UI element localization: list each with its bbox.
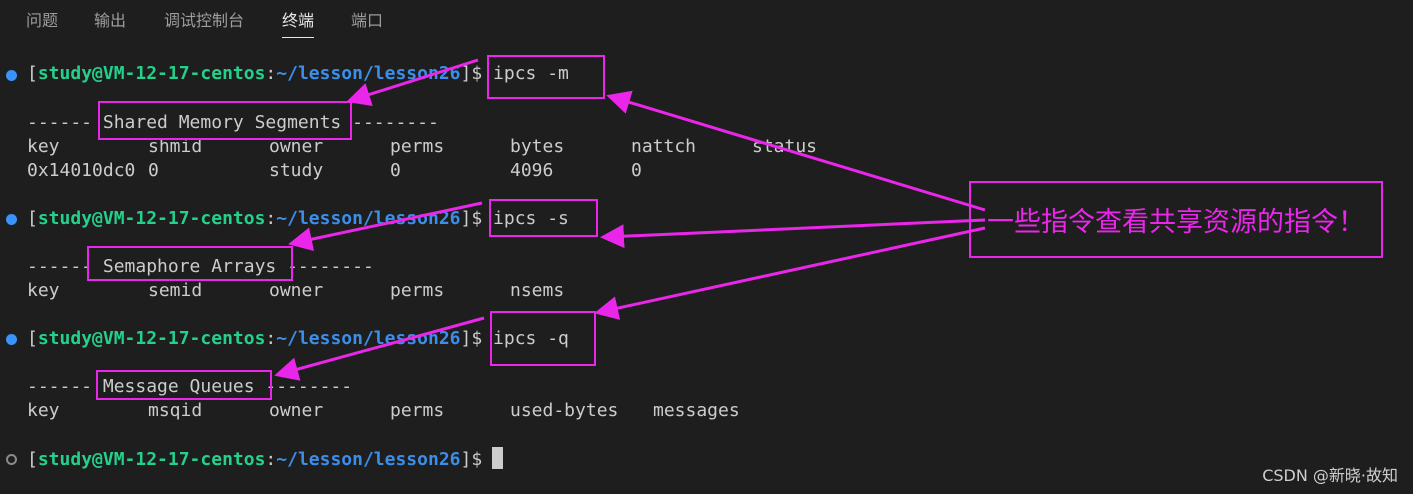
- annotation-callout: 一些指令查看共享资源的指令！: [969, 181, 1383, 258]
- prompt-path: ~/lesson/lesson26: [276, 449, 461, 470]
- prompt-close: ]$: [460, 208, 483, 229]
- annotation-box-cmd-m: [487, 55, 605, 99]
- column-owner: owner: [269, 136, 324, 157]
- cell-key: 0x14010dc0: [27, 160, 136, 181]
- prompt-path: ~/lesson/lesson26: [276, 328, 461, 349]
- prompt-user-host: study@VM-12-17-centos: [37, 449, 266, 470]
- column-used-bytes: used-bytes: [510, 400, 619, 421]
- annotation-box-sem-header: [87, 246, 293, 281]
- prompt-path: ~/lesson/lesson26: [276, 208, 461, 229]
- prompt-path: ~/lesson/lesson26: [276, 63, 461, 84]
- tab-ports[interactable]: 端口: [351, 11, 384, 30]
- prompt-line-current[interactable]: [study@VM-12-17-centos:~/lesson/lesson26…: [27, 447, 504, 471]
- tab-terminal-label: 终端: [282, 11, 315, 30]
- prompt-user-host: study@VM-12-17-centos: [37, 208, 266, 229]
- column-messages: messages: [653, 400, 740, 421]
- prompt-open-bracket: [: [27, 208, 38, 229]
- prompt-close: ]$: [460, 449, 483, 470]
- annotation-box-cmd-q: [490, 311, 596, 366]
- tab-debug-console[interactable]: 调试控制台: [164, 11, 245, 30]
- column-perms: perms: [390, 136, 445, 157]
- cell-shmid: 0: [148, 160, 159, 181]
- column-status: status: [752, 136, 818, 157]
- column-perms: perms: [390, 280, 445, 301]
- annotation-box-shm-header: [98, 101, 352, 140]
- command-text: ipcs -q: [493, 328, 569, 349]
- sem-section-header: ------ Semaphore Arrays --------: [27, 256, 374, 277]
- column-owner: owner: [269, 400, 324, 421]
- column-bytes: bytes: [510, 136, 565, 157]
- column-key: key: [27, 136, 60, 157]
- prompt-colon: :: [265, 208, 277, 229]
- prompt-colon: :: [265, 449, 277, 470]
- prompt-close: ]$: [460, 328, 483, 349]
- prompt-colon: :: [265, 63, 277, 84]
- cell-bytes: 4096: [510, 160, 554, 181]
- active-tab-indicator: [282, 37, 315, 38]
- sem-column-headers: key semid owner perms nsems: [27, 279, 927, 303]
- prompt-colon: :: [265, 328, 277, 349]
- prompt-open-bracket: [: [27, 63, 38, 84]
- tab-output[interactable]: 输出: [94, 11, 127, 30]
- watermark: CSDN @新晓·故知: [1262, 466, 1398, 485]
- panel-tab-bar: 问题 输出 调试控制台 终端 端口: [0, 0, 420, 40]
- command-pending-dot-icon[interactable]: [6, 454, 17, 465]
- column-nattch: nattch: [631, 136, 697, 157]
- prompt-open-bracket: [: [27, 328, 38, 349]
- cell-nattch: 0: [631, 160, 642, 181]
- command-text: ipcs -s: [493, 208, 569, 229]
- column-key: key: [27, 280, 60, 301]
- prompt-line-3: [study@VM-12-17-centos:~/lesson/lesson26…: [27, 327, 569, 351]
- prompt-user-host: study@VM-12-17-centos: [37, 63, 266, 84]
- tab-problems[interactable]: 问题: [26, 11, 59, 30]
- cell-owner: study: [269, 160, 324, 181]
- column-perms: perms: [390, 400, 445, 421]
- column-owner: owner: [269, 280, 324, 301]
- annotation-box-cmd-s: [489, 199, 598, 237]
- prompt-close: ]$: [460, 63, 483, 84]
- command-success-dot-icon[interactable]: [6, 334, 17, 345]
- column-key: key: [27, 400, 60, 421]
- cell-perms: 0: [390, 160, 401, 181]
- command-success-dot-icon[interactable]: [6, 70, 17, 81]
- msg-column-headers: key msqid owner perms used-bytes message…: [27, 399, 927, 423]
- column-shmid: shmid: [148, 136, 203, 157]
- column-nsems: nsems: [510, 280, 565, 301]
- prompt-user-host: study@VM-12-17-centos: [37, 328, 266, 349]
- command-text: ipcs -m: [493, 63, 569, 84]
- shm-section-header: ------ Shared Memory Segments --------: [27, 112, 439, 133]
- column-semid: semid: [148, 280, 203, 301]
- command-success-dot-icon[interactable]: [6, 214, 17, 225]
- msg-section-header: ------ Message Queues --------: [27, 376, 353, 397]
- annotation-box-msg-header: [96, 370, 272, 400]
- tab-terminal[interactable]: 终端: [282, 10, 315, 38]
- prompt-open-bracket: [: [27, 449, 38, 470]
- column-msqid: msqid: [148, 400, 203, 421]
- prompt-line-2: [study@VM-12-17-centos:~/lesson/lesson26…: [27, 207, 569, 231]
- terminal-cursor[interactable]: [492, 447, 504, 469]
- shm-row: 0x14010dc0 0 study 0 4096 0: [27, 159, 927, 183]
